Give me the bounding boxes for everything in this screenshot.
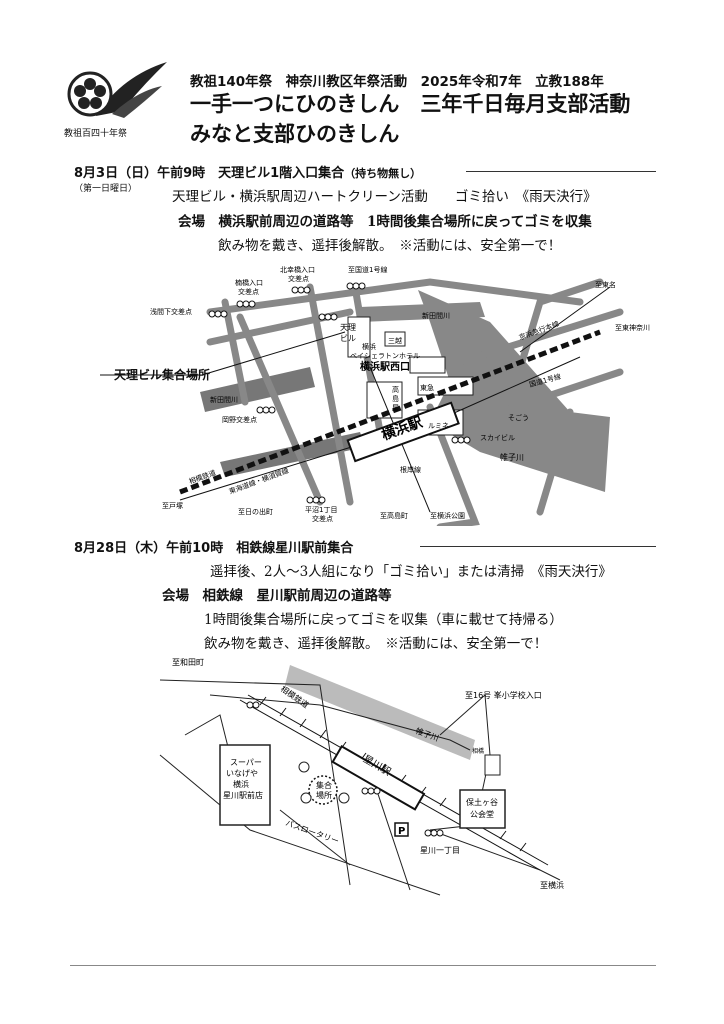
label-sogo: そごう — [508, 413, 529, 422]
katabira-river — [285, 665, 475, 760]
label-lumine: ルミネ — [428, 422, 449, 430]
event2-line2: 会場 相鉄線 星川駅前周辺の道路等 — [162, 588, 392, 604]
label-koen: 至横浜公園 — [430, 511, 465, 520]
label-katabira: 帷子川 — [500, 452, 524, 462]
label-bridge: 相橋 — [472, 747, 484, 755]
meeting-point-marker — [308, 775, 338, 805]
logo-caption: 教祖百四十年祭 — [64, 129, 128, 139]
label-sotetsu: 相模鉄道 — [188, 468, 217, 486]
label-takashimacho: 至高島町 — [380, 511, 408, 520]
parking-label: P — [398, 826, 405, 837]
label-asama: 浅間下交差点 — [150, 307, 192, 316]
label-takashimaya1: 高 — [392, 385, 399, 394]
label-kamei2: 交差点 — [238, 287, 259, 296]
label-totsuka: 至戸塚 — [162, 501, 183, 510]
label-super3: 横浜 — [233, 779, 249, 789]
event1-date: 8月3日（日）午前9時 天理ビル1階入口集合 — [74, 166, 345, 181]
label-kitasaiwai2: 交差点 — [288, 274, 309, 283]
tenri-meeting-label: 天理ビル集合場所 — [114, 368, 211, 382]
map-hoshikawa: P 至和田町 至16号 峯小学校入口 相模鉄道 帷子川 相橋 星川駅 スーパー … — [140, 655, 590, 900]
event1-sub-date: （第一日曜日） — [74, 184, 138, 194]
label-nishiguchi: 横浜駅西口 — [360, 360, 410, 373]
parking-icon — [394, 822, 409, 837]
label-meeting1: 集合 — [316, 780, 332, 790]
tenri-bldg-1: 天理 — [340, 323, 356, 332]
divider — [420, 546, 656, 547]
event1-line1: 天理ビル・横浜駅周辺ハートクリーン活動 ゴミ拾い 《雨天決行》 — [172, 189, 597, 205]
footer-divider — [70, 965, 656, 966]
event1-line2: 会場 横浜駅前周辺の道路等 1時間後集合場所に戻ってゴミを収集 — [178, 214, 592, 230]
label-hinode: 至日の出町 — [238, 507, 273, 516]
shinta-river — [200, 367, 315, 412]
event1-note: （持ち物無し） — [344, 167, 422, 180]
label-super4: 星川駅前店 — [223, 790, 263, 800]
map-yokohama: 至国道1号線 北幸橋入口 交差点 楠橋入口 交差点 浅間下交差点 新田間川 新田… — [100, 262, 660, 531]
label-tokyu: 東急 — [420, 383, 434, 392]
label-hiranuma2: 交差点 — [312, 514, 333, 523]
hoshikawa-station-box — [331, 744, 426, 811]
label-kokudo1: 至国道1号線 — [348, 265, 387, 274]
label-hall1: 保土ヶ谷 — [466, 797, 498, 807]
label-bayhotel1: 横浜 — [362, 342, 376, 351]
event1-line3: 飲み物を戴き、遥拝後解散。 ※活動には、安全第一で！ — [218, 238, 562, 254]
label-tomei: 至東名 — [595, 280, 616, 289]
event2-line3: 1時間後集合場所に戻ってゴミを収集（車に載せて持帰る） — [204, 612, 563, 628]
event2-line1: 遥拝後、2人～3人組になり「ゴミ拾い」または清掃 《雨天決行》 — [210, 564, 612, 580]
header-title: 一手一つにひのきしん 三年千日毎月支部活動 — [190, 91, 631, 116]
label-busrotary: バスロータリー — [284, 818, 340, 846]
event2-line4: 飲み物を戴き、遥拝後解散。 ※活動には、安全第一で！ — [204, 636, 548, 652]
header-subtitle: みなと支部ひのきしん — [190, 121, 400, 146]
label-hiranuma1: 平沼1丁目 — [305, 505, 337, 514]
label-wadamachi: 至和田町 — [172, 658, 204, 667]
label-yokohama: 至横浜 — [540, 880, 564, 890]
label-super2: いなげや — [226, 769, 258, 778]
label-higashikanagawa: 至東神奈川 — [615, 323, 650, 332]
hall — [459, 789, 506, 829]
station-box — [346, 401, 460, 463]
label-okano: 岡野交差点 — [222, 415, 257, 424]
tenri-bldg-2: ビル — [340, 334, 356, 343]
label-kamei: 楠橋入口 — [235, 278, 263, 287]
label-hall2: 公会堂 — [470, 809, 494, 819]
label-bayhotel2: ベイシェラトンホテル — [350, 352, 420, 360]
logo — [62, 56, 172, 136]
label-mitsukoshi: 三越 — [388, 336, 402, 345]
label-route16: 至16号 峯小学校入口 — [465, 690, 542, 700]
header-line1: 教祖140年祭 神奈川教区年祭活動 2025年令和7年 立教188年 — [190, 74, 604, 90]
label-shinta-left: 新田間川 — [210, 395, 238, 404]
label-takashimaya2: 島 — [392, 394, 399, 403]
event1-date-line: 8月3日（日）午前9時 天理ビル1階入口集合（持ち物無し） — [74, 162, 421, 181]
label-shinta-top: 新田間川 — [422, 311, 450, 320]
label-super1: スーパー — [230, 758, 262, 767]
label-meeting2: 場所 — [316, 790, 332, 800]
label-hoshikawa1: 星川一丁目 — [420, 846, 460, 855]
event2-date-line: 8月28日（木）午前10時 相鉄線星川駅前集合 — [74, 541, 354, 556]
label-negishi: 根岸線 — [400, 465, 421, 474]
divider — [466, 171, 656, 172]
label-takashimaya3: 屋 — [392, 404, 399, 412]
label-kitasaiwai: 北幸橋入口 — [280, 265, 315, 274]
supermarket — [219, 744, 271, 826]
label-skybuilding: スカイビル — [480, 433, 515, 442]
